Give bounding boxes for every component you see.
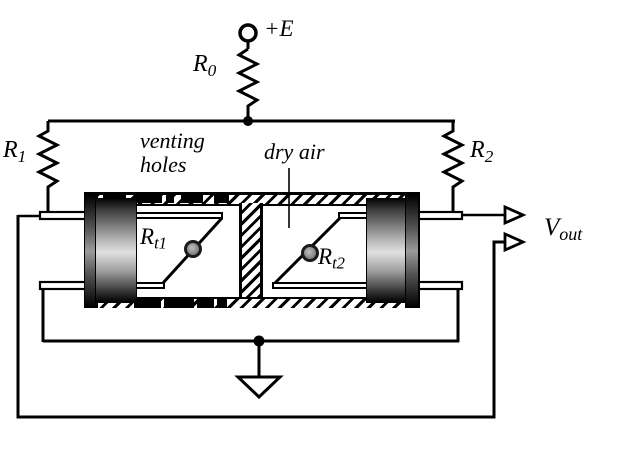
- ground-icon: [234, 375, 284, 400]
- resistor-r2-label: R2: [470, 137, 493, 166]
- r1-sub: 1: [17, 146, 27, 166]
- resistor-r0-label: R0: [193, 51, 216, 80]
- rt2-bottom-rail: [272, 282, 370, 289]
- vout-base: V: [544, 214, 560, 241]
- venting-hole: [217, 299, 227, 308]
- rt2-sub: t2: [332, 253, 345, 273]
- r0-sub: 0: [207, 60, 217, 80]
- output-arrow-lower-icon: [503, 231, 527, 253]
- vout-label: Vout: [544, 214, 582, 245]
- thermistor-bead-rt2: [301, 244, 319, 262]
- junction-dot-top: [243, 116, 253, 126]
- vout-sub: out: [559, 224, 583, 245]
- resistor-r2-symbol: [440, 121, 466, 216]
- rt2-base: R: [318, 244, 333, 269]
- venting-hole: [197, 299, 214, 308]
- venting-hole: [135, 194, 162, 203]
- left-cap-body: [95, 198, 137, 303]
- output-arrow-upper-icon: [503, 204, 527, 226]
- thermistor-rt1-label: Rt1: [140, 224, 167, 253]
- resistor-r0-symbol: [235, 47, 261, 121]
- venting-holes-line1: venting: [140, 128, 205, 153]
- venting-hole: [181, 194, 203, 203]
- outer-loop-wire: [16, 215, 504, 419]
- venting-hole: [134, 299, 161, 308]
- right-cap-body: [366, 198, 408, 303]
- rt1-top-rail: [130, 212, 223, 219]
- r0-base: R: [193, 51, 208, 77]
- supply-label: +E: [264, 16, 294, 41]
- venting-holes-label: venting holes: [140, 128, 205, 178]
- resistor-r1-label: R1: [3, 137, 26, 166]
- cell-divider-wall: [239, 203, 263, 297]
- r2-base: R: [470, 137, 485, 163]
- housing-bottom-wall: [87, 297, 417, 308]
- right-cap-rim: [405, 194, 419, 308]
- rt1-base: R: [140, 224, 155, 249]
- venting-hole: [214, 194, 229, 203]
- dry-air-label: dry air: [264, 139, 325, 164]
- r1-base: R: [3, 137, 18, 163]
- venting-hole: [166, 194, 174, 203]
- resistor-r1-symbol: [35, 121, 61, 216]
- r2-sub: 2: [484, 146, 494, 166]
- venting-holes-line2: holes: [140, 152, 187, 178]
- thermistor-bead-rt1: [184, 240, 202, 258]
- rt1-sub: t1: [154, 233, 167, 253]
- venting-hole: [164, 299, 194, 308]
- thermistor-rt2-label: Rt2: [318, 244, 345, 273]
